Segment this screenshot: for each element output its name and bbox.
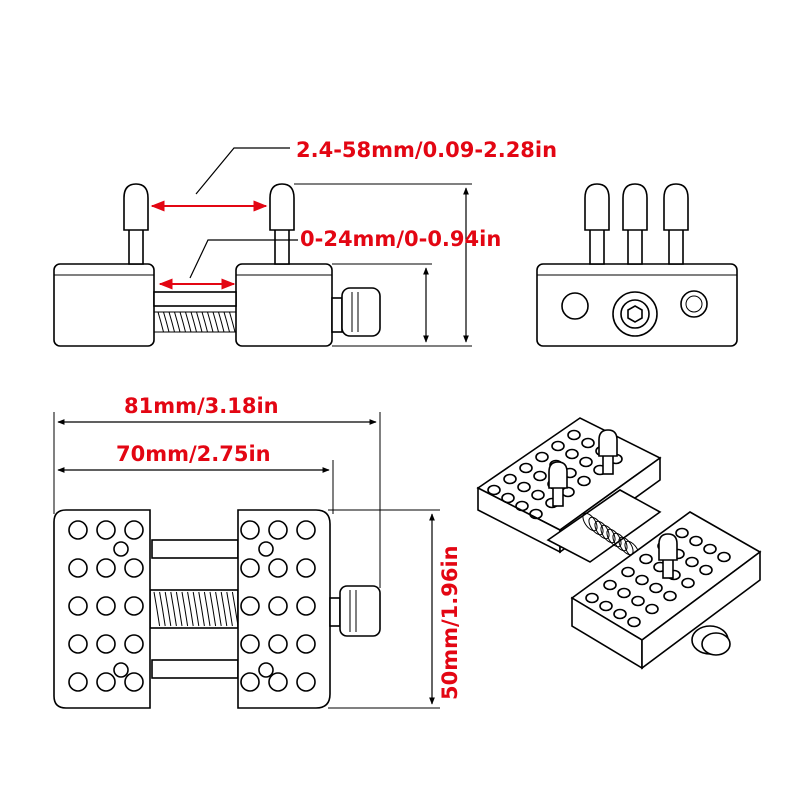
right-plate bbox=[237, 509, 331, 709]
top-adjust-knob bbox=[339, 585, 381, 637]
end-pin-1 bbox=[584, 183, 610, 265]
iso-spring bbox=[582, 512, 640, 560]
jaw-range-leader bbox=[195, 147, 290, 195]
isometric-view bbox=[476, 417, 762, 670]
end-hole-left bbox=[561, 292, 589, 320]
right-jaw-block bbox=[235, 263, 333, 347]
side-view bbox=[53, 147, 472, 347]
guide-rod bbox=[153, 291, 237, 307]
spring bbox=[154, 311, 236, 333]
right-pin bbox=[269, 183, 295, 265]
iso-pin-2 bbox=[548, 461, 568, 507]
top-rod-upper bbox=[151, 539, 239, 559]
overall-length-label: 81mm/3.18in bbox=[124, 394, 279, 418]
top-rod-lower bbox=[151, 659, 239, 679]
adjust-knob bbox=[341, 287, 381, 337]
right-plate-holes bbox=[240, 520, 316, 692]
width-label: 50mm/1.96in bbox=[438, 545, 462, 700]
iso-slide-rail bbox=[546, 489, 662, 563]
iso-pin-1 bbox=[598, 429, 618, 475]
left-jaw-block bbox=[53, 263, 155, 347]
gap-range-leader bbox=[189, 239, 298, 279]
left-plate bbox=[53, 509, 151, 709]
end-hole-right bbox=[680, 290, 708, 318]
left-pin bbox=[123, 183, 149, 265]
gap-range-label: 0-24mm/0-0.94in bbox=[300, 227, 501, 251]
end-pin-2 bbox=[622, 183, 648, 265]
top-spring bbox=[149, 589, 239, 629]
top-knob-collar bbox=[329, 597, 341, 627]
jaw-length-label: 70mm/2.75in bbox=[116, 442, 271, 466]
iso-pin-3 bbox=[658, 533, 678, 579]
left-plate-holes bbox=[68, 520, 144, 692]
jaw-range-label: 2.4-58mm/0.09-2.28in bbox=[296, 138, 557, 162]
end-pin-3 bbox=[663, 183, 689, 265]
end-view bbox=[536, 183, 738, 347]
hex-socket-icon bbox=[627, 305, 643, 323]
end-bore bbox=[612, 291, 658, 337]
top-view bbox=[53, 412, 440, 709]
knob-collar bbox=[331, 297, 343, 333]
